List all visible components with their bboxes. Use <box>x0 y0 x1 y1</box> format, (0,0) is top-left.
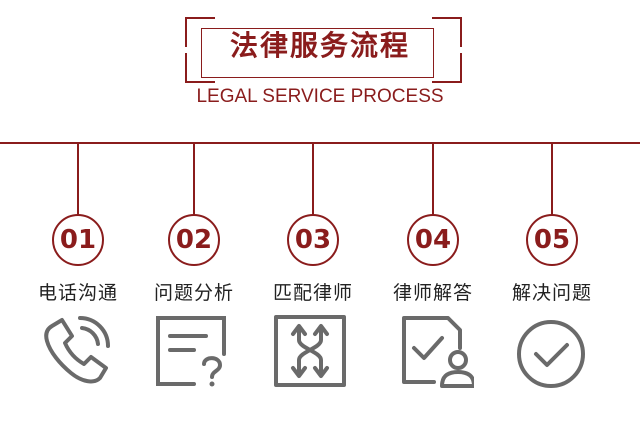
step-connector <box>312 143 314 216</box>
check-circle-icon <box>517 320 585 388</box>
title-frame <box>185 17 462 83</box>
step-label: 电话沟通 <box>37 282 118 304</box>
page-title: 法律服务流程 <box>229 29 410 62</box>
step-connector <box>551 143 553 216</box>
frame-corner-top-right <box>432 17 462 47</box>
step-number-badge: 02 <box>168 214 220 266</box>
frame-corner-bottom-left <box>185 53 215 83</box>
step-label: 匹配律师 <box>272 282 353 304</box>
step-label: 解决问题 <box>511 282 592 304</box>
step-number-badge: 01 <box>52 214 104 266</box>
checked-document-user-icon <box>402 316 474 388</box>
frame-corner-bottom-right <box>432 53 462 83</box>
step-number-badge: 05 <box>526 214 578 266</box>
timeline-line <box>0 142 640 144</box>
title-inner-border <box>201 28 434 78</box>
frame-corner-top-left <box>185 17 215 47</box>
page-subtitle: LEGAL SERVICE PROCESS <box>196 86 444 107</box>
step-label: 问题分析 <box>153 282 234 304</box>
question-document-icon <box>156 316 226 387</box>
phone-icon <box>44 316 110 384</box>
step-connector <box>193 143 195 216</box>
step-connector <box>432 143 434 216</box>
step-label: 律师解答 <box>392 282 473 304</box>
step-number-badge: 03 <box>287 214 339 266</box>
step-number-badge: 04 <box>407 214 459 266</box>
match-arrows-icon <box>274 315 346 387</box>
step-connector <box>77 143 79 216</box>
